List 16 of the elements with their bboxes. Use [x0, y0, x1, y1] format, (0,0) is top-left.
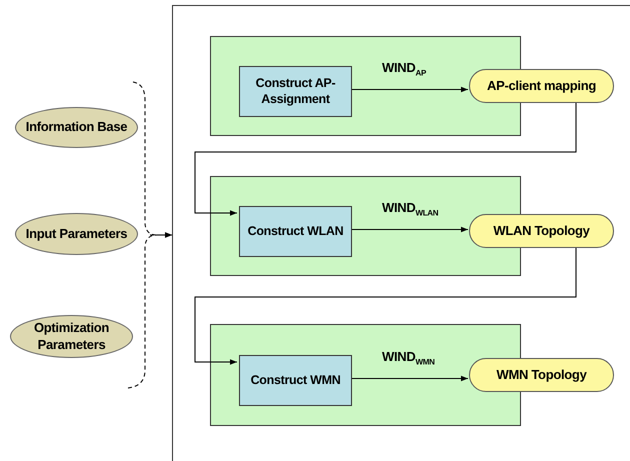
- output-terminal: WMN Topology: [469, 358, 614, 392]
- process-box: Construct WMN: [239, 355, 352, 406]
- arrow: [128, 232, 172, 388]
- input-ellipse: Information Base: [15, 107, 138, 148]
- process-box: Construct AP-Assignment: [239, 66, 352, 117]
- output-terminal: AP-client mapping: [469, 69, 614, 103]
- process-box: Construct WLAN: [239, 206, 352, 257]
- output-terminal: WLAN Topology: [469, 214, 614, 248]
- arrow: [350, 376, 468, 382]
- input-ellipse: Input Parameters: [15, 213, 138, 255]
- arrow: [350, 226, 468, 232]
- input-ellipse: Optimization Parameters: [10, 315, 133, 358]
- arrow: [194, 102, 576, 216]
- frame-box: [172, 5, 630, 461]
- arrow: [194, 246, 576, 365]
- arrow: [350, 86, 468, 92]
